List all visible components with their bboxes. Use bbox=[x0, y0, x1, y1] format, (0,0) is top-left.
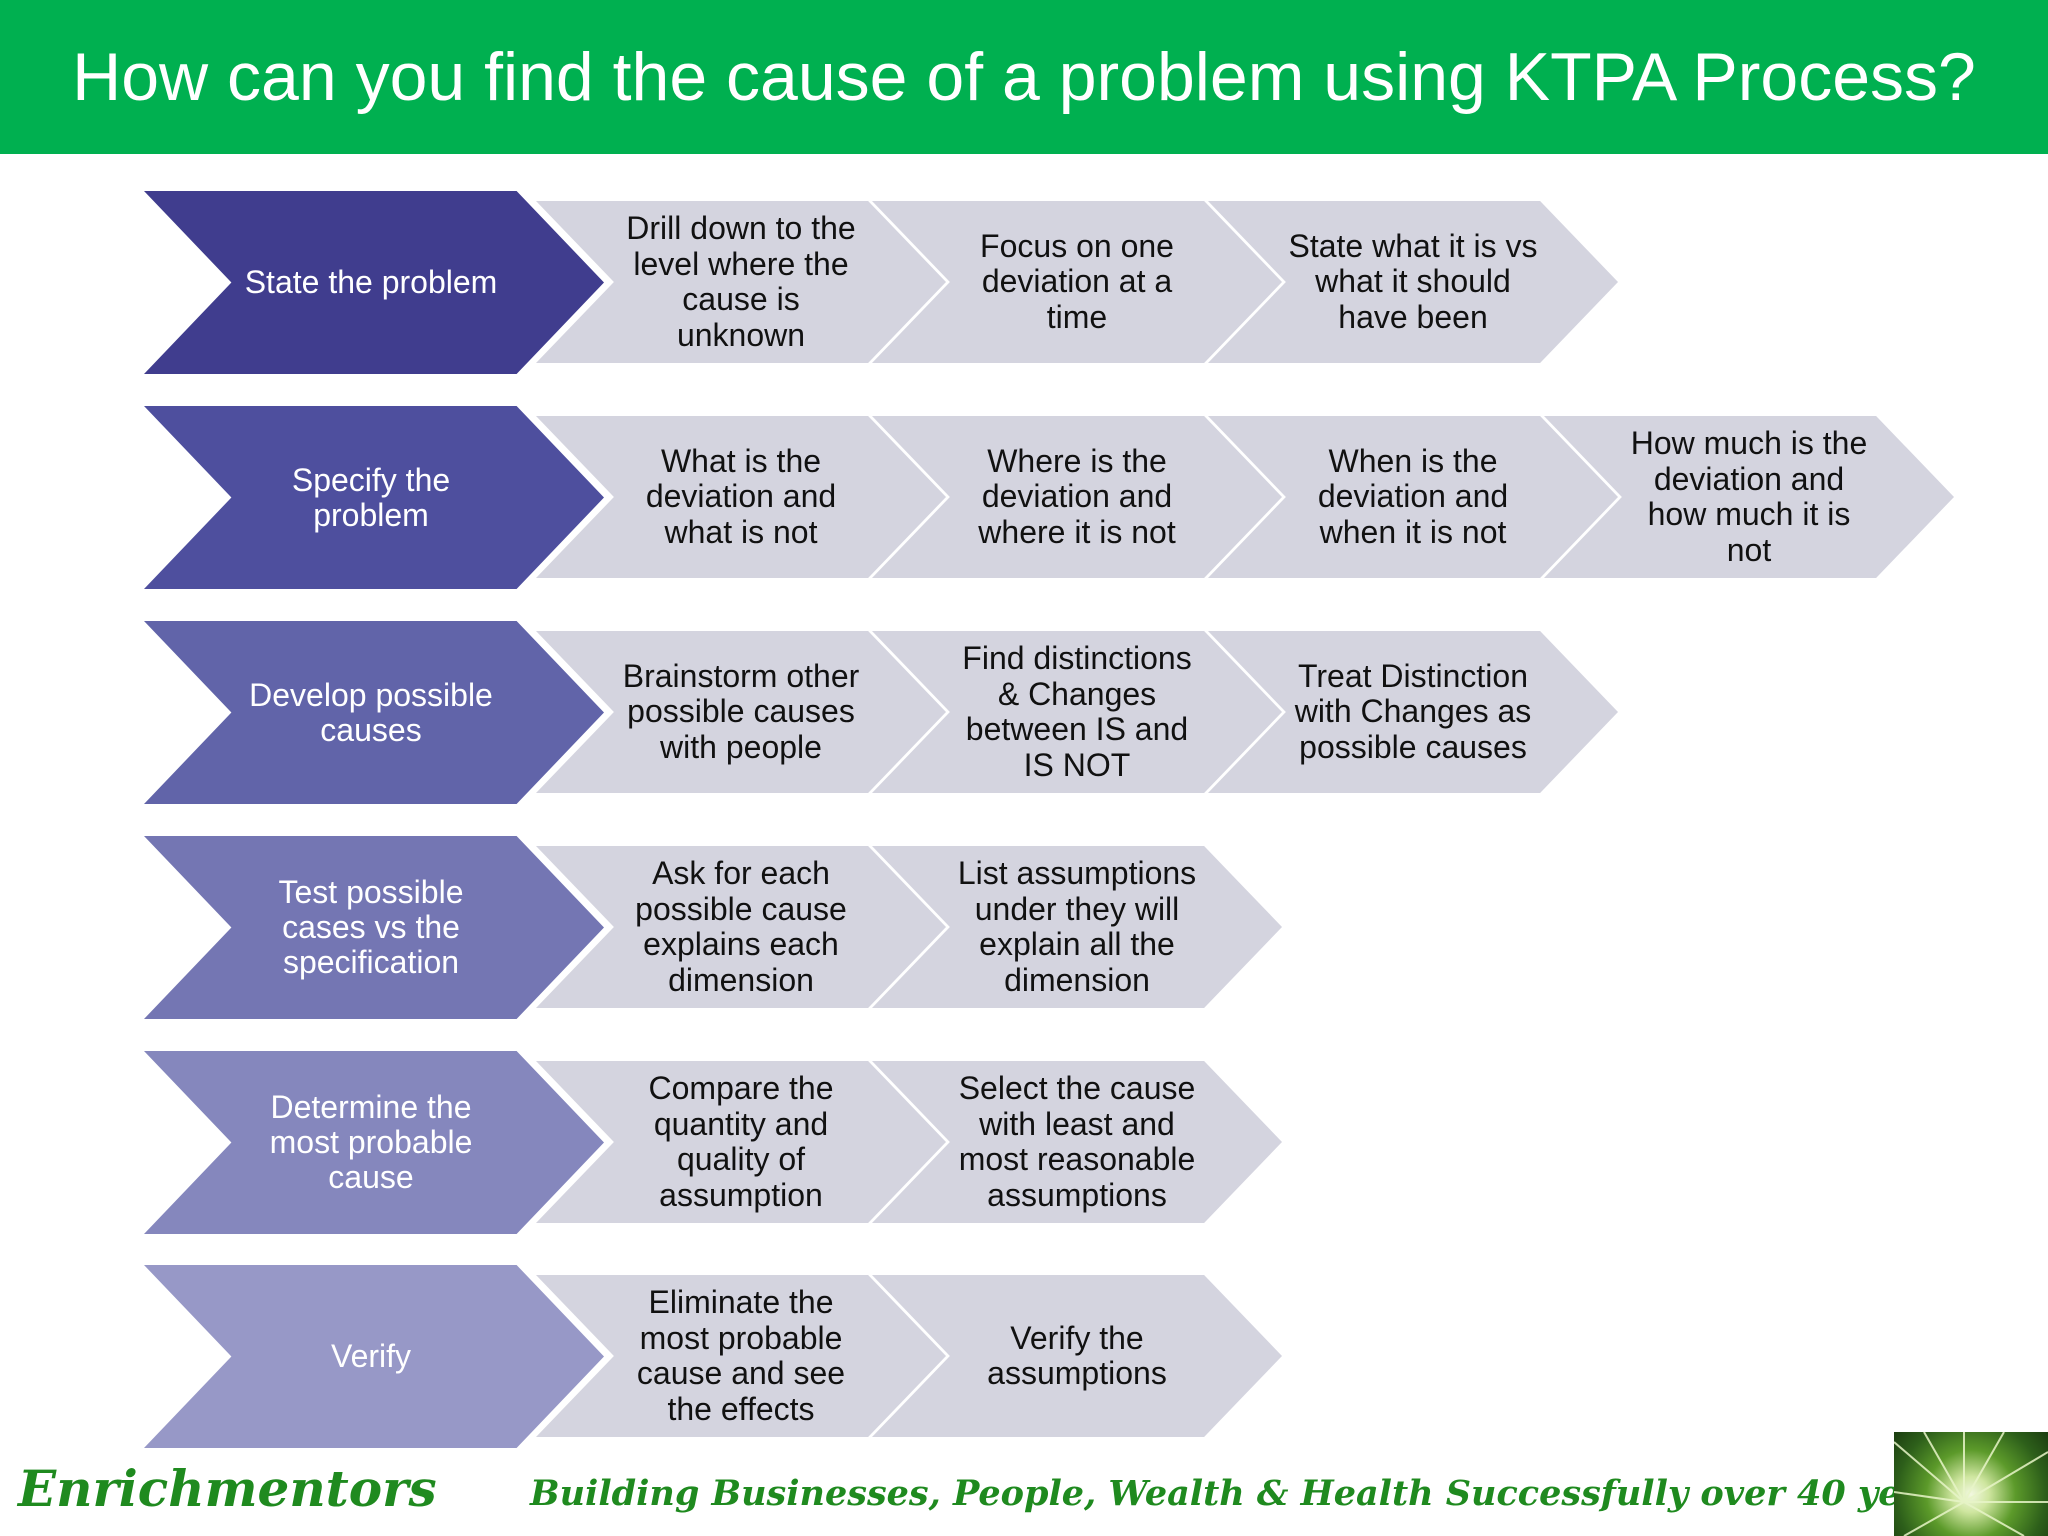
sub-step-text: Brainstorm other possible causes with pe… bbox=[622, 657, 860, 765]
sub-step-chevron: Compare the quantity and quality of assu… bbox=[536, 1061, 946, 1223]
sub-step-text: Ask for each possible cause explains eac… bbox=[635, 855, 847, 998]
brand-logo-text: Enrichmentors bbox=[18, 1458, 437, 1518]
step-chevron: State the problem bbox=[144, 191, 604, 374]
sub-step-text: Treat Distinction with Changes as possib… bbox=[1294, 657, 1532, 765]
pine-needles-image bbox=[1894, 1432, 2048, 1536]
step-chevron: Determine the most probable cause bbox=[144, 1051, 604, 1234]
sub-step-text: List assumptions under they will explain… bbox=[957, 855, 1197, 998]
sub-step-chevron: Drill down to the level where the cause … bbox=[536, 201, 946, 363]
step-chevron: Specify the problem bbox=[144, 406, 604, 589]
sub-step-text: Eliminate the most probable cause and se… bbox=[636, 1284, 846, 1427]
sub-step-chevron: Treat Distinction with Changes as possib… bbox=[1208, 631, 1618, 793]
step-label: Specify the problem bbox=[291, 461, 451, 533]
step-label: Develop possible causes bbox=[249, 676, 493, 748]
sub-step-text: State what it is vs what it should have … bbox=[1288, 227, 1538, 335]
step-chevron: Test possible cases vs the specification bbox=[144, 836, 604, 1019]
footer-tagline: Building Businesses, People, Wealth & He… bbox=[530, 1472, 1962, 1514]
sub-step-text: Where is the deviation and where it is n… bbox=[978, 442, 1176, 550]
sub-step-text: How much is the deviation and how much i… bbox=[1630, 425, 1868, 568]
sub-step-text: Compare the quantity and quality of assu… bbox=[648, 1070, 834, 1213]
sub-step-text: Drill down to the level where the cause … bbox=[626, 210, 856, 353]
step-label: Verify bbox=[330, 1338, 412, 1374]
step-chevron: Develop possible causes bbox=[144, 621, 604, 804]
sub-step-text: Verify the assumptions bbox=[987, 1319, 1167, 1391]
sub-step-text: What is the deviation and what is not bbox=[645, 442, 837, 550]
sub-step-chevron: When is the deviation and when it is not bbox=[1208, 416, 1618, 578]
title-bar bbox=[0, 0, 2048, 154]
page-title: How can you find the cause of a problem … bbox=[72, 39, 1976, 115]
step-chevron: Verify bbox=[144, 1265, 604, 1448]
sub-step-text: Focus on one deviation at a time bbox=[980, 227, 1174, 335]
step-label: State the problem bbox=[244, 264, 498, 300]
sub-step-chevron: Select the cause with least and most rea… bbox=[872, 1061, 1282, 1223]
step-label: Determine the most probable cause bbox=[269, 1089, 473, 1195]
sub-step-text: When is the deviation and when it is not bbox=[1317, 442, 1509, 550]
sub-step-text: Select the cause with least and most rea… bbox=[958, 1070, 1196, 1213]
step-label: Test possible cases vs the specification bbox=[278, 874, 464, 980]
sub-step-text: Find distinctions & Changes between IS a… bbox=[962, 640, 1192, 783]
